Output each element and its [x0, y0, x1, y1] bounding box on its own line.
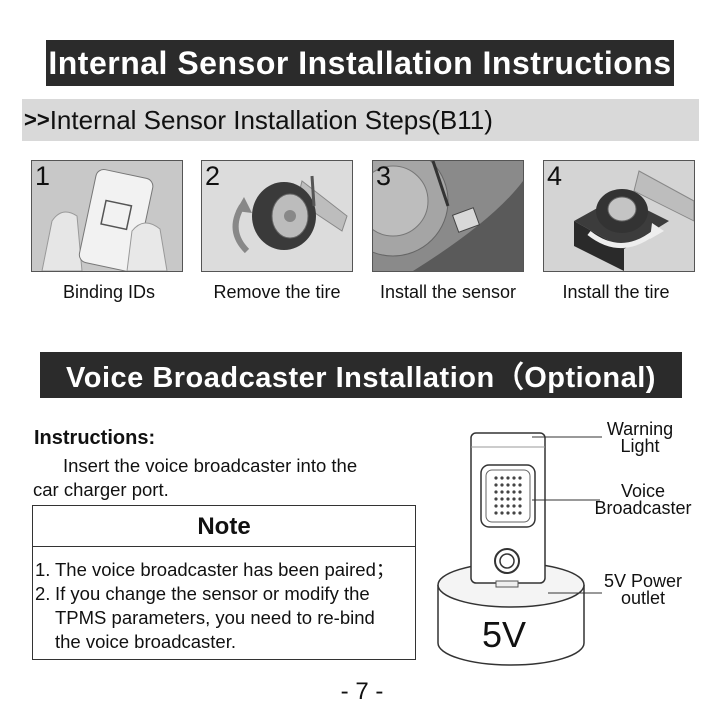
voice-section-title-text: Voice Broadcaster Installation（Optional) [66, 362, 656, 394]
step-4-image: 4 [543, 160, 695, 272]
step-4-number: 4 [547, 161, 563, 191]
step-3-caption: Install the sensor [379, 282, 517, 302]
voice-broadcaster-line-1: Voice [620, 481, 666, 501]
note-item-2-line-2: TPMS parameters, you need to re-bind [55, 607, 375, 628]
speaker-grille [494, 476, 522, 515]
step-3-number: 3 [376, 161, 392, 191]
step-2-image: 2 [201, 160, 353, 272]
note-item-2-line-3: the voice broadcaster. [55, 631, 236, 652]
page-title: Internal Sensor Installation Instruction… [46, 40, 674, 86]
step-1-caption: Binding IDs [62, 282, 156, 302]
note-box: Note 1. The voice broadcaster has been p… [32, 505, 416, 660]
note-item-2-line-1: If you change the sensor or modify the [55, 583, 370, 604]
note-item-2-num: 2. [35, 583, 51, 604]
phone-scan-image [32, 161, 182, 271]
step-1-number: 1 [35, 161, 51, 191]
warning-light-line-2: Light [620, 436, 660, 456]
sensor-mount-image [373, 161, 523, 271]
power-outlet-label: 5V Power outlet [598, 571, 688, 608]
step-3-image: 3 [372, 160, 524, 272]
tire-install-image [544, 161, 694, 271]
tire-removal-image [202, 161, 352, 271]
instructions-heading: Instructions: [34, 427, 156, 449]
page-number: - 7 - [340, 678, 384, 705]
step-4-caption: Install the tire [562, 282, 670, 302]
voice-broadcaster-diagram [437, 432, 602, 666]
note-item-2-text: If you change the sensor or modify the T… [55, 582, 375, 654]
note-item-2: 2. If you change the sensor or modify th… [35, 582, 415, 654]
warning-light-line-1: Warning [606, 419, 674, 439]
power-outlet-line-1: 5V Power [603, 571, 683, 591]
note-item-1: 1. The voice broadcaster has been paired… [35, 558, 415, 582]
instructions-line-1: Insert the voice broadcaster into the [63, 455, 358, 476]
voice-broadcaster-line-2: Broadcaster [594, 498, 692, 518]
voice-section-title: Voice Broadcaster Installation（Optional) [40, 352, 682, 398]
note-heading: Note [33, 506, 415, 547]
step-2-caption: Remove the tire [213, 282, 341, 302]
voice-broadcaster-label: Voice Broadcaster [588, 481, 698, 518]
steps-title: Internal Sensor Installation Steps(B11) [49, 104, 493, 135]
step-1-image: 1 [31, 160, 183, 272]
note-item-1-num: 1. [35, 559, 51, 580]
power-outlet-line-2: outlet [620, 588, 666, 608]
steps-subheader: >> Internal Sensor Installation Steps(B1… [22, 99, 699, 141]
instructions-line-2: car charger port. [33, 479, 169, 500]
page-title-text: Internal Sensor Installation Instruction… [48, 44, 672, 81]
steps-prefix: >> [24, 107, 50, 132]
base-5v-label: 5V [482, 614, 527, 655]
note-item-1-line-1: The voice broadcaster has been paired； [55, 559, 395, 580]
warning-light-label: Warning Light [595, 419, 685, 456]
note-list: 1. The voice broadcaster has been paired… [33, 547, 415, 654]
step-2-number: 2 [205, 161, 221, 191]
